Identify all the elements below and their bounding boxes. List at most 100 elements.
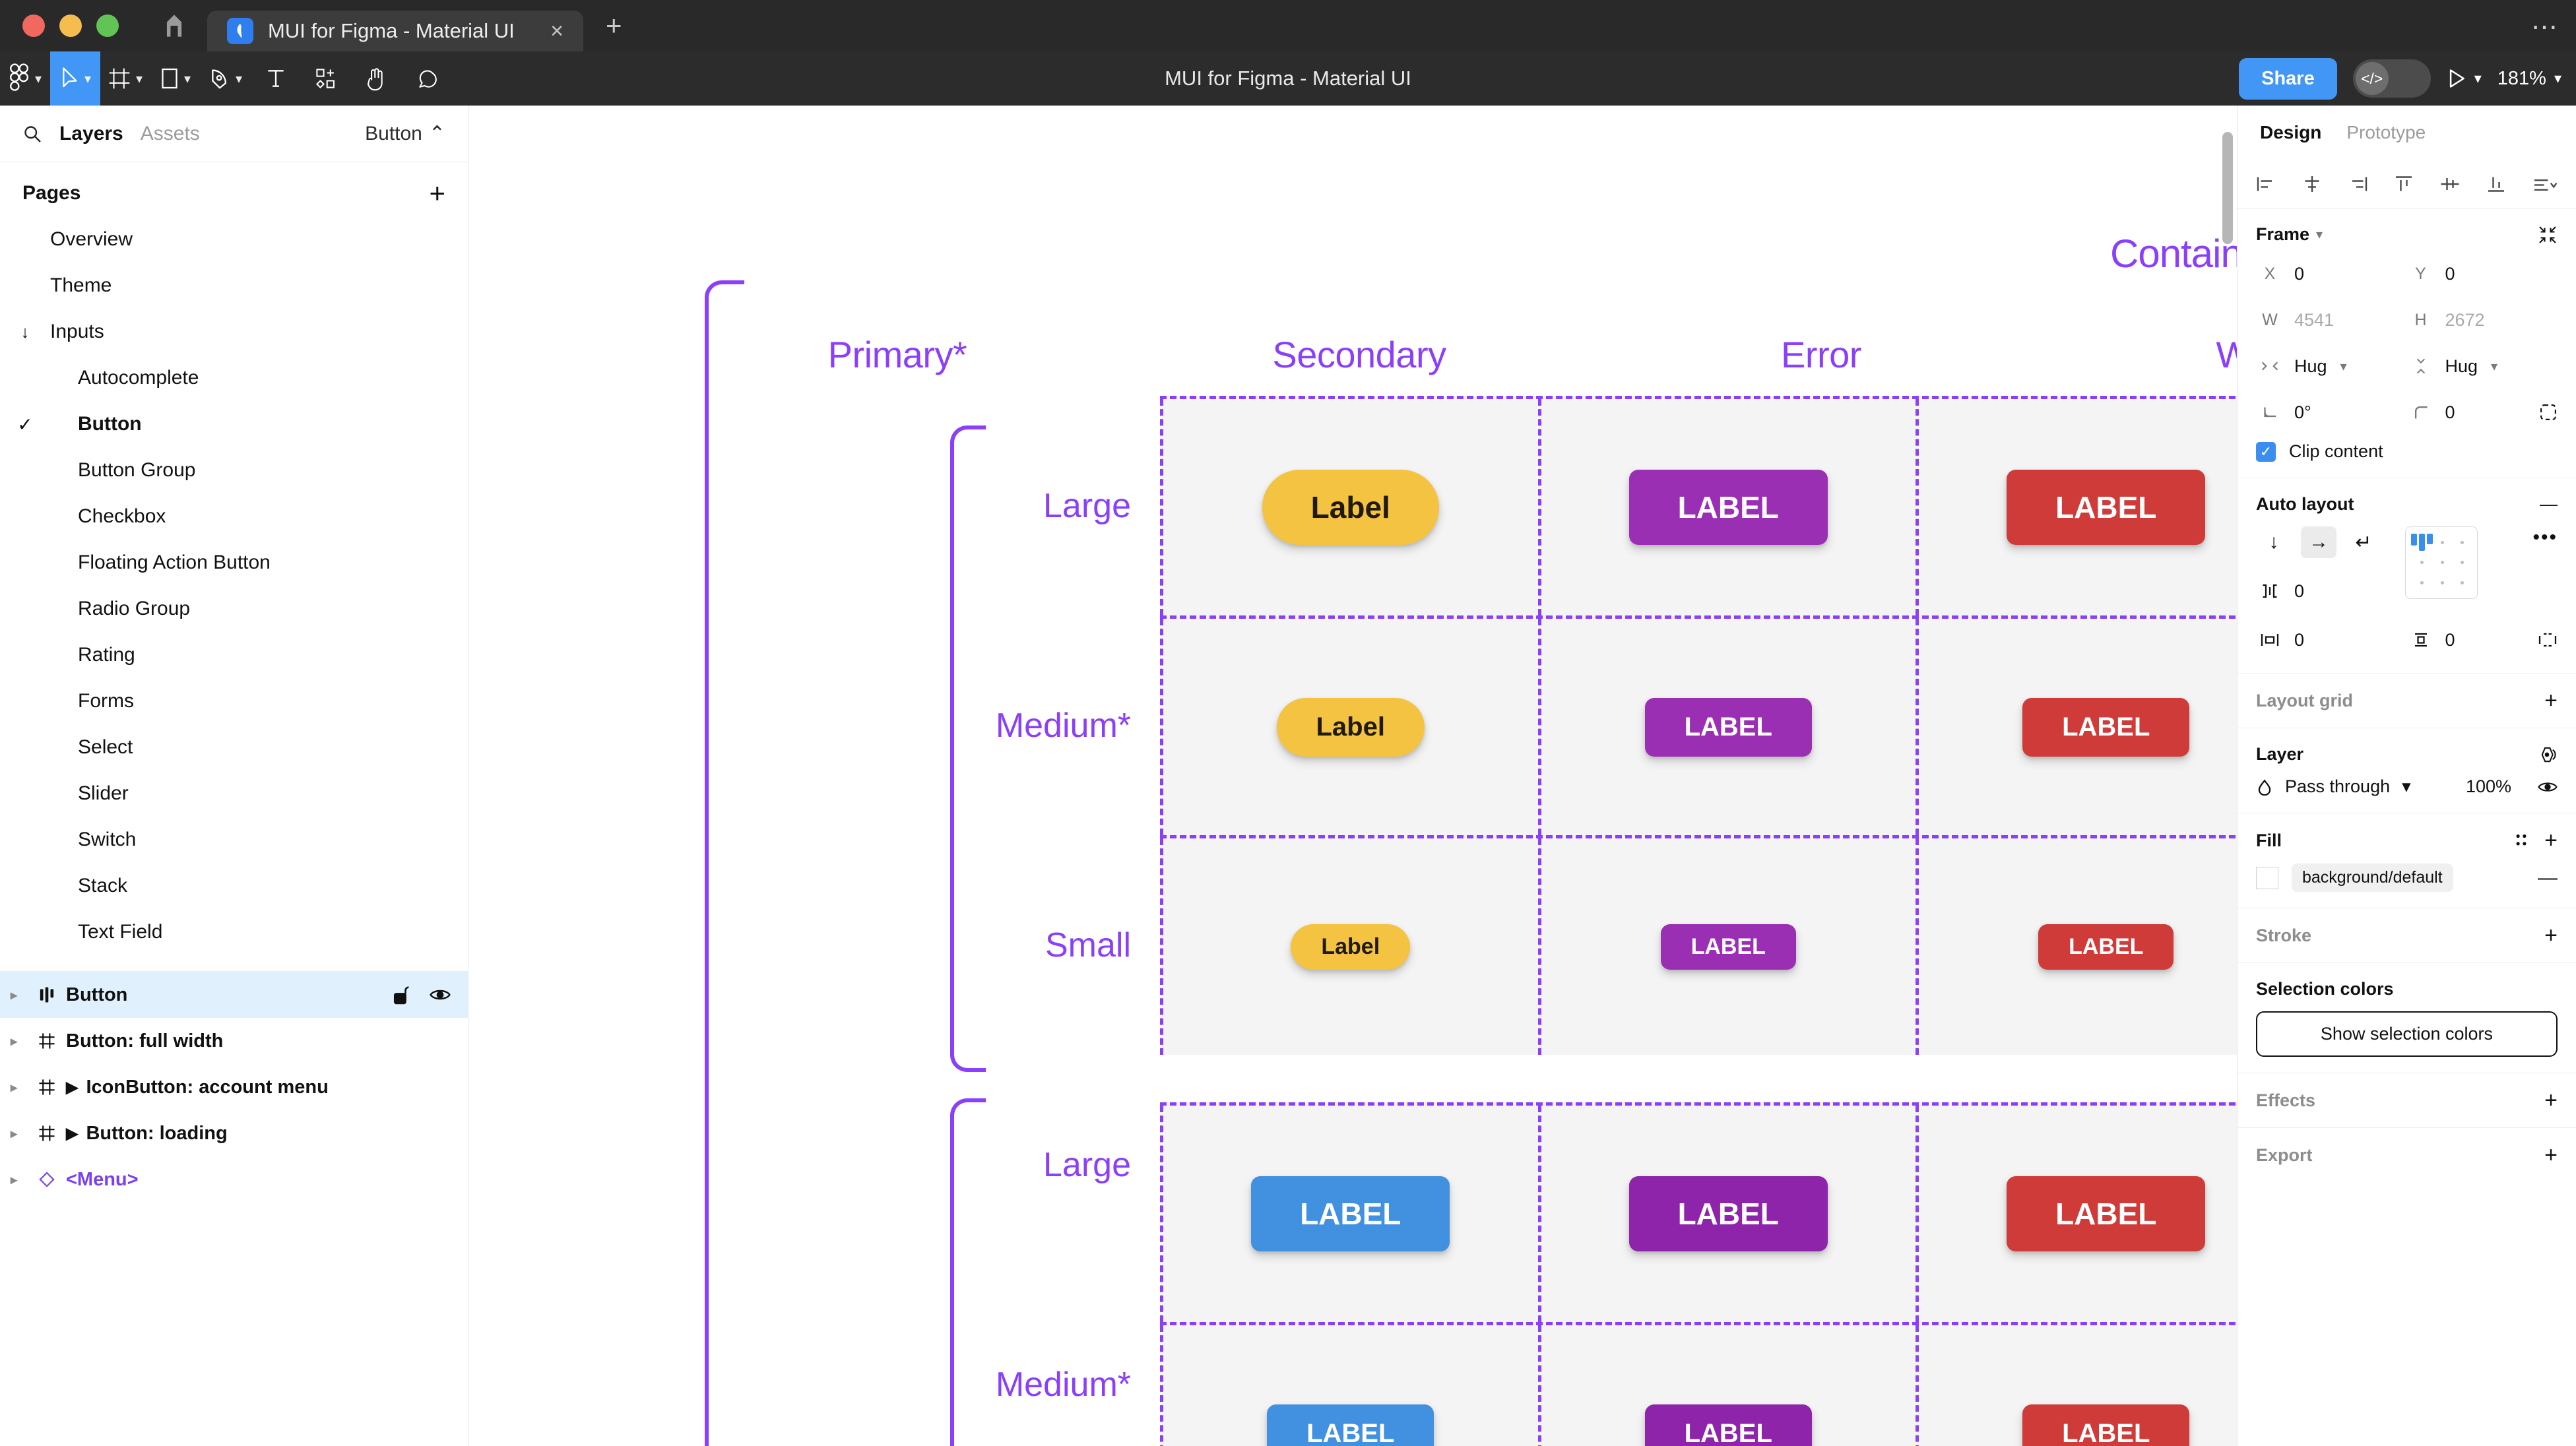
tab-layers[interactable]: Layers — [59, 122, 123, 144]
align-top-icon[interactable] — [2394, 175, 2414, 193]
present-button[interactable]: ▾ — [2447, 68, 2482, 89]
expand-arrow-icon[interactable]: ▶ — [66, 1124, 79, 1143]
direction-vertical-button[interactable]: ↓ — [2269, 531, 2279, 553]
show-selection-colors-button[interactable]: Show selection colors — [2256, 1011, 2558, 1057]
layer-row[interactable]: ▸Button — [0, 972, 468, 1018]
tab-assets[interactable]: Assets — [140, 122, 200, 144]
disclosure-triangle-icon[interactable]: ▸ — [10, 1172, 18, 1187]
auto-layout-padding-vertical[interactable]: 0 — [2407, 623, 2528, 657]
mui-button[interactable]: LABEL — [1644, 697, 1812, 757]
independent-corners-icon[interactable] — [2539, 403, 2558, 422]
home-button[interactable] — [141, 0, 207, 51]
text-tool-button[interactable] — [251, 51, 301, 106]
property-corner-radius[interactable]: 0 — [2407, 395, 2558, 429]
page-item-slider[interactable]: Slider — [0, 770, 468, 817]
page-item-button-group[interactable]: Button Group — [0, 447, 468, 493]
fill-token-label[interactable]: background/default — [2292, 864, 2453, 892]
design-canvas[interactable]: Contained Primary*SecondaryErrorWarning … — [468, 106, 2237, 1446]
frame-name-label[interactable]: Contained — [2110, 232, 2237, 276]
page-item-forms[interactable]: Forms — [0, 678, 468, 724]
layer-row[interactable]: ▸▶IconButton: account menu — [0, 1064, 468, 1110]
auto-layout-gap[interactable]: 0 — [2256, 574, 2381, 608]
chevron-down-icon[interactable]: ▾ — [2316, 228, 2323, 242]
mui-button[interactable]: LABEL — [1251, 1176, 1450, 1251]
disclosure-triangle-icon[interactable]: ▸ — [10, 1080, 18, 1095]
frame-tool-button[interactable]: ▾ — [100, 51, 150, 106]
fill-color-swatch[interactable] — [2256, 866, 2278, 889]
auto-layout-alignment-picker[interactable] — [2405, 526, 2478, 599]
disclosure-triangle-icon[interactable]: ▸ — [10, 1034, 18, 1049]
move-tool-button[interactable]: ▾ — [50, 51, 100, 106]
align-right-icon[interactable] — [2348, 175, 2368, 193]
add-fill-button[interactable]: + — [2544, 828, 2558, 853]
component-selector[interactable]: Button ⌃ — [365, 122, 445, 145]
mui-button[interactable]: LABEL — [2007, 470, 2206, 545]
layer-settings-icon[interactable] — [2536, 745, 2558, 764]
property-horizontal-resizing[interactable]: Hug ▾ — [2256, 349, 2407, 383]
hand-tool-button[interactable] — [351, 51, 401, 106]
property-rotation[interactable]: 0° — [2256, 395, 2407, 429]
page-item-theme[interactable]: Theme — [0, 263, 468, 309]
resize-to-fit-button[interactable] — [2538, 225, 2558, 245]
individual-padding-button[interactable] — [2538, 631, 2558, 648]
visible-eye-icon[interactable] — [2538, 780, 2558, 794]
layer-row[interactable]: ▸Button: full width — [0, 1018, 468, 1064]
page-item-button[interactable]: ✓Button — [0, 401, 468, 447]
shape-tool-button[interactable]: ▾ — [150, 51, 201, 106]
mui-button[interactable]: LABEL — [1644, 1404, 1812, 1446]
canvas-vertical-scrollbar[interactable] — [2222, 132, 2233, 244]
property-y[interactable]: Y 0 — [2407, 257, 2558, 291]
tab-design[interactable]: Design — [2260, 122, 2322, 142]
page-item-autocomplete[interactable]: Autocomplete — [0, 355, 468, 401]
layer-row[interactable]: ▸▶Button: loading — [0, 1110, 468, 1156]
mui-button[interactable]: LABEL — [1267, 1404, 1434, 1446]
align-horizontal-center-icon[interactable] — [2302, 175, 2322, 193]
page-item-checkbox[interactable]: Checkbox — [0, 493, 468, 540]
dev-mode-toggle[interactable]: </> — [2352, 59, 2431, 98]
page-item-rating[interactable]: Rating — [0, 632, 468, 678]
property-x[interactable]: X 0 — [2256, 257, 2407, 291]
add-page-button[interactable]: + — [429, 177, 445, 208]
property-height[interactable]: H 2672 — [2407, 303, 2558, 337]
remove-auto-layout-button[interactable]: — — [2540, 494, 2558, 514]
comment-tool-button[interactable] — [401, 51, 451, 106]
page-item-inputs[interactable]: ↓Inputs — [0, 309, 468, 355]
add-stroke-button[interactable]: + — [2544, 923, 2558, 948]
disclosure-triangle-icon[interactable]: ▸ — [10, 1126, 18, 1141]
mui-button[interactable]: LABEL — [2038, 924, 2174, 970]
resources-tool-button[interactable] — [301, 51, 351, 106]
pen-tool-button[interactable]: ▾ — [201, 51, 251, 106]
add-effect-button[interactable]: + — [2544, 1088, 2558, 1113]
align-vertical-center-icon[interactable] — [2440, 175, 2460, 193]
mui-button[interactable]: Label — [1291, 924, 1411, 970]
disclosure-triangle-icon[interactable]: ▸ — [10, 988, 18, 1003]
new-tab-button[interactable]: + — [606, 10, 622, 41]
mui-button[interactable]: LABEL — [2022, 1404, 2190, 1446]
page-item-select[interactable]: Select — [0, 724, 468, 770]
page-item-radio-group[interactable]: Radio Group — [0, 586, 468, 632]
add-layout-grid-button[interactable]: + — [2544, 688, 2558, 713]
minimize-window-button[interactable] — [59, 15, 82, 37]
mui-button[interactable]: LABEL — [1628, 470, 1828, 545]
fill-styles-button[interactable] — [2513, 832, 2530, 849]
auto-layout-padding-horizontal[interactable]: 0 — [2256, 623, 2407, 657]
distribute-menu-icon[interactable] — [2532, 175, 2558, 193]
mui-button[interactable]: LABEL — [1660, 924, 1796, 970]
mui-button[interactable]: Label — [1262, 470, 1439, 545]
visible-eye-icon[interactable] — [430, 987, 451, 1003]
page-item-floating-action-button[interactable]: Floating Action Button — [0, 540, 468, 586]
unlock-icon[interactable] — [393, 985, 410, 1005]
layer-blend-row[interactable]: Pass through ▾ 100% — [2256, 776, 2558, 797]
mui-button[interactable]: LABEL — [2022, 697, 2190, 757]
share-button[interactable]: Share — [2239, 57, 2337, 100]
page-item-text-field[interactable]: Text Field — [0, 909, 468, 955]
remove-fill-button[interactable]: — — [2538, 866, 2558, 889]
layer-row[interactable]: ▸<Menu> — [0, 1156, 468, 1203]
property-width[interactable]: W 4541 — [2256, 303, 2407, 337]
figma-menu-button[interactable]: ▾ — [0, 51, 50, 106]
direction-horizontal-button[interactable]: → — [2301, 526, 2336, 558]
search-icon[interactable] — [22, 124, 42, 144]
browser-menu-icon[interactable]: ⋯ — [2531, 13, 2559, 42]
mui-button[interactable]: Label — [1276, 697, 1425, 757]
direction-wrap-button[interactable]: ↵ — [2355, 531, 2372, 553]
